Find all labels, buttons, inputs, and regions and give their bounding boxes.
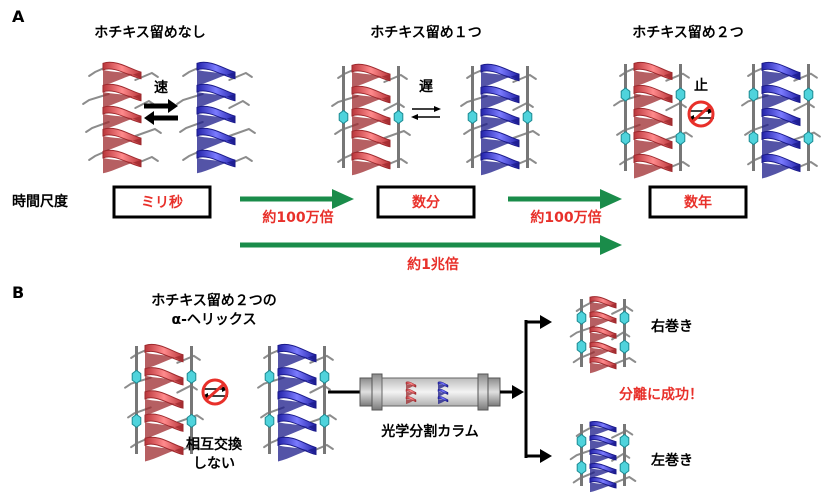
timescale-ms: ミリ秒 — [141, 194, 183, 211]
timescale-box-min — [376, 185, 476, 219]
green-arrow-2 — [508, 189, 622, 209]
column-mini-blue-helix — [437, 381, 449, 405]
no-exchange-line2: しない — [193, 456, 235, 472]
panel-a-letter: A — [12, 7, 25, 26]
state3-red-helix — [613, 61, 693, 179]
state3-blue-helix — [741, 61, 821, 179]
right-handed-helix — [569, 296, 637, 374]
timescale-label: 時間尺度 — [12, 193, 69, 210]
slow-exchange-arrows — [411, 106, 441, 120]
slow-label: 遅 — [419, 79, 433, 95]
timescale-years: 数年 — [684, 194, 712, 211]
split-branch-arrows — [524, 315, 552, 463]
separation-success: 分離に成功！ — [619, 386, 703, 403]
panel-b-stop-symbol — [201, 378, 229, 406]
panel-b-title-line1: ホチキス留め２つの — [151, 292, 277, 309]
timescale-box-years — [648, 185, 748, 219]
factor-label-1: 約100万倍 — [262, 209, 333, 226]
state2-red-helix — [331, 63, 411, 176]
timescale-box-ms — [112, 185, 212, 219]
left-handed-helix — [569, 420, 637, 493]
right-handed-label: 右巻き — [650, 318, 693, 335]
state3-title: ホチキス留め２つ — [632, 24, 744, 41]
fast-exchange-arrows — [144, 99, 178, 125]
column-label: 光学分割カラム — [380, 423, 479, 440]
no-exchange-line1: 相互交換 — [186, 436, 243, 453]
chiral-column — [328, 373, 524, 411]
stop-label: 止 — [694, 77, 708, 94]
state2-title: ホチキス留め１つ — [370, 24, 482, 41]
timescale-min: 数分 — [412, 194, 440, 211]
stop-exchange-symbol — [687, 100, 715, 128]
factor-label-total: 約1兆倍 — [407, 256, 459, 273]
state1-title: ホチキス留めなし — [94, 24, 206, 41]
left-handed-label: 左巻き — [650, 452, 693, 469]
factor-label-2: 約100万倍 — [530, 209, 601, 226]
green-arrow-total — [240, 235, 622, 255]
fast-label: 速 — [154, 79, 168, 96]
state2-blue-helix — [460, 63, 540, 176]
panel-b-red-helix — [124, 343, 204, 462]
state1-blue-helix — [176, 61, 256, 174]
column-mini-red-helix — [405, 381, 417, 405]
state1-red-helix — [82, 61, 162, 174]
green-arrow-1 — [240, 189, 354, 209]
panel-b-title-line2: α-ヘリックス — [171, 312, 256, 328]
panel-b-letter: B — [12, 283, 24, 302]
panel-b-blue-helix — [257, 343, 337, 462]
